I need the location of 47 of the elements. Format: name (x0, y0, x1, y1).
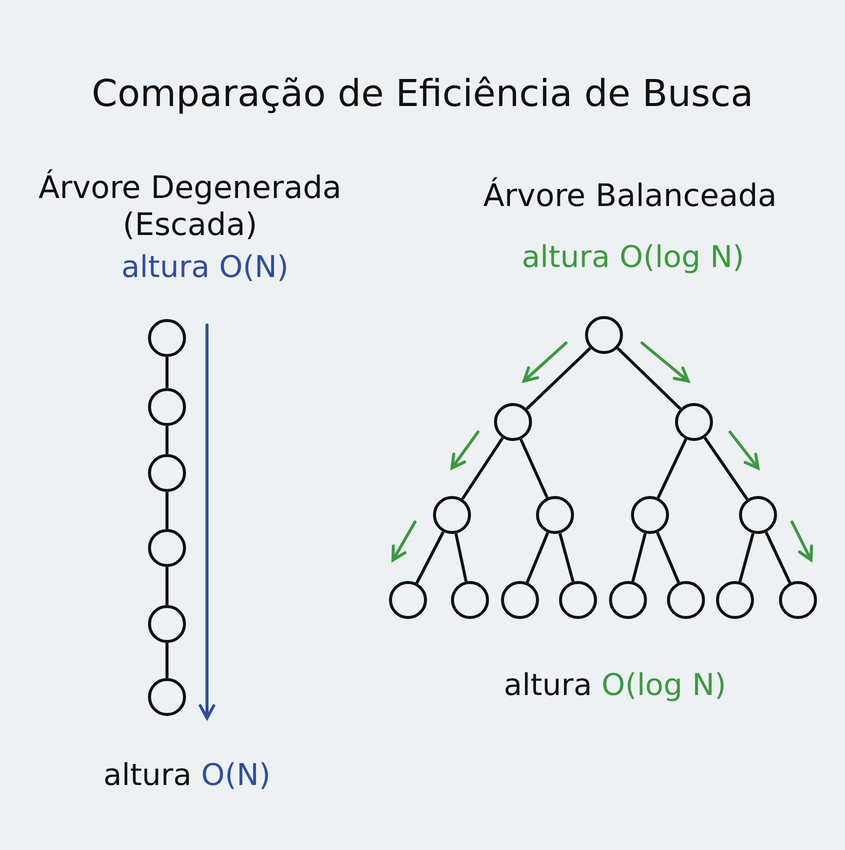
tree-node (148, 529, 186, 567)
tree-node (451, 581, 489, 619)
tree-node (501, 581, 539, 619)
tree-edge (631, 533, 647, 582)
tree-node (148, 678, 186, 716)
height-label: altura O(log N) (502, 668, 728, 704)
tree-heading: Árvore Balanceada (482, 178, 778, 216)
tree-node (779, 581, 817, 619)
tree-node (494, 403, 532, 441)
tree-edge (166, 426, 168, 454)
tree-edge (558, 532, 574, 582)
tree-node (148, 454, 186, 492)
tree-edge (738, 532, 754, 582)
tree-node (585, 316, 623, 354)
tree-edge (454, 533, 468, 582)
tree-edge (166, 492, 168, 529)
tree-edge (166, 357, 168, 388)
tree-edge (166, 567, 168, 605)
tree-edge (415, 531, 445, 584)
tree-node (433, 496, 471, 534)
tree-node (739, 496, 777, 534)
tree-edge (656, 532, 680, 584)
tree-node (536, 496, 574, 534)
height-label: altura O(N) (120, 250, 290, 286)
tree-edge (616, 347, 682, 410)
tree-node (148, 388, 186, 426)
diagram-title: Comparação de Eficiência de Busca (90, 72, 754, 115)
tree-node (716, 581, 754, 619)
tree-node (559, 581, 597, 619)
tree-edge (656, 438, 688, 498)
tree-node (675, 403, 713, 441)
tree-node (148, 605, 186, 643)
tree-edge (166, 643, 168, 678)
tree-edge (519, 438, 549, 498)
tree-edge (764, 532, 792, 584)
tree-heading: Árvore Degenerada (Escada) (37, 170, 343, 244)
tree-node (631, 496, 669, 534)
tree-edge (704, 436, 748, 500)
height-label: altura O(N) (102, 758, 272, 794)
tree-node (609, 581, 647, 619)
height-label: altura O(log N) (520, 240, 746, 276)
tree-node (667, 581, 705, 619)
tree-edge (526, 347, 592, 410)
tree-node (148, 319, 186, 357)
tree-edge (461, 437, 504, 500)
tree-node (389, 581, 427, 619)
tree-edge (526, 532, 550, 583)
